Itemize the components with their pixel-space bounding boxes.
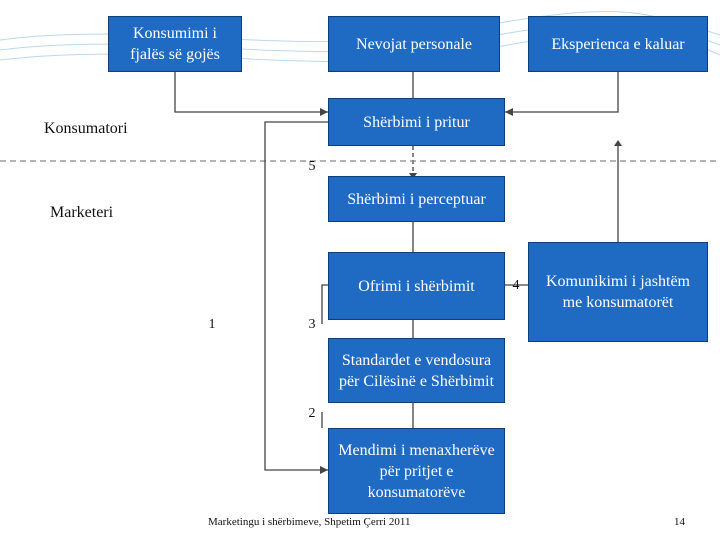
gap1-marker: 1 [208, 317, 216, 332]
page-number: 14 [674, 516, 685, 528]
gap1-line [264, 121, 328, 471]
footer-credit: Marketingu i shërbimeve, Shpetim Çerri 2… [208, 516, 411, 528]
gap4-marker: 4 [512, 278, 520, 293]
consumer-label: Konsumatori [44, 120, 128, 137]
management-perceptions-box: Mendimi i menaxherëve për pritjet e kons… [328, 428, 505, 514]
gap3-marker: 3 [308, 317, 316, 332]
gap3-line [321, 284, 328, 324]
quality-standards-box: Standardet e vendosura për Cilësinë e Sh… [328, 338, 505, 403]
perceived-service-box: Shërbimi i perceptuar [328, 176, 505, 222]
service-delivery-box: Ofrimi i shërbimit [328, 252, 505, 320]
expected-service-box: Shërbimi i pritur [328, 98, 505, 146]
connector-past-experience [505, 72, 619, 113]
past-experience-box: Eksperienca e kaluar [528, 16, 708, 72]
gap5-marker: 5 [308, 159, 316, 174]
word-of-mouth-box: Konsumimi i fjalës së gojës [108, 16, 242, 72]
external-communication-box: Komunikimi i jashtëm me konsumatorët [528, 242, 708, 342]
marketer-label: Marketeri [50, 204, 114, 221]
connector-word-of-mouth [174, 72, 328, 113]
personal-needs-box: Nevojat personale [328, 16, 500, 72]
gap2-marker: 2 [308, 406, 316, 421]
